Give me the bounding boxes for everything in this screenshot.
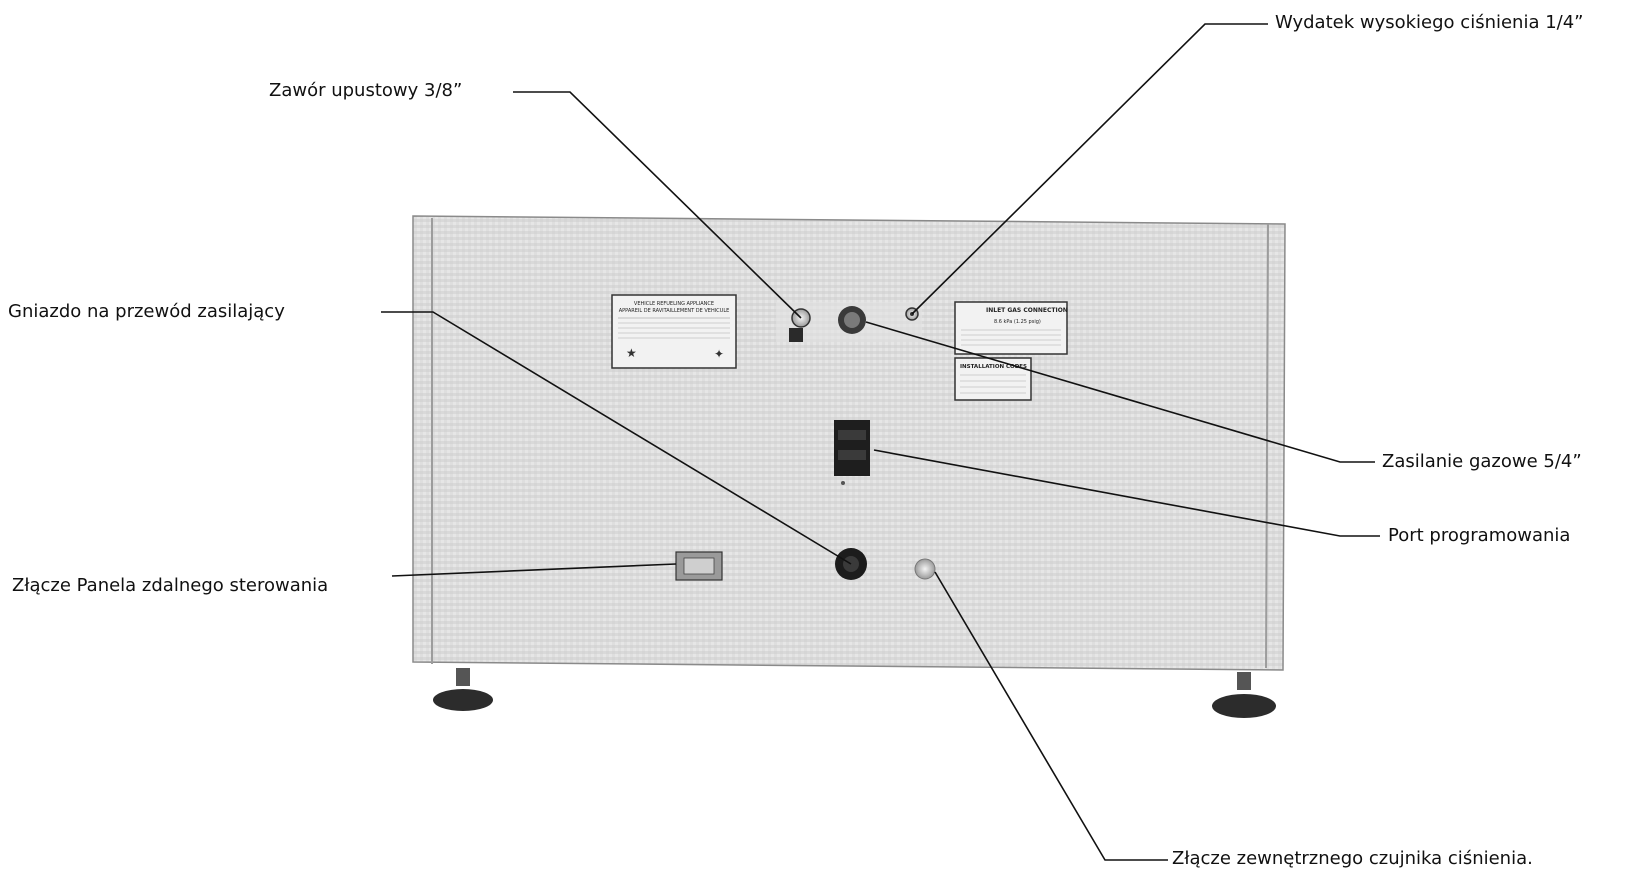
callout-remote-panel-connector: Złącze Panela zdalnego sterowania: [12, 575, 329, 596]
plate-title-1: VEHICLE REFUELING APPLIANCE: [634, 301, 714, 307]
certification-plate: VEHICLE REFUELING APPLIANCE APPAREIL DE …: [611, 294, 737, 369]
callout-programming-port: Port programowania: [1388, 525, 1571, 546]
leader-high-pressure-outlet: [911, 23, 1268, 315]
pressure-sensor-fitting: [914, 558, 936, 580]
gas-supply-inlet: [838, 306, 866, 334]
callout-relief-valve: Zawór upustowy 3/8”: [269, 80, 463, 101]
install-plate-title: INSTALLATION CODES: [960, 364, 1027, 370]
leader-programming-port: [873, 449, 1380, 537]
inlet-plate-pressure: 8.6 kPa (1.25 psig): [994, 319, 1041, 325]
leader-remote-panel: [391, 563, 677, 577]
inlet-gas-plate: INLET GAS CONNECTION 8.6 kPa (1.25 psig): [954, 301, 1068, 355]
callout-power-cord-socket: Gniazdo na przewód zasilający: [8, 301, 285, 322]
programming-port-block: [834, 420, 870, 485]
leader-pressure-sensor: [934, 571, 1168, 861]
cert-mark-icon: ✦: [714, 347, 724, 361]
leader-gas-supply: [865, 321, 1375, 463]
callout-pressure-sensor-connector: Złącze zewnętrznego czujnika ciśnienia.: [1172, 848, 1533, 869]
leader-power-cord-socket: [381, 311, 852, 565]
left-foot: [433, 668, 493, 711]
star-mark-icon: ★: [626, 346, 637, 360]
callout-gas-supply: Zasilanie gazowe 5/4”: [1382, 451, 1582, 472]
plate-title-2: APPAREIL DE RAVITAILLEMENT DE VEHICULE: [619, 308, 730, 314]
leader-relief-valve: [513, 91, 802, 319]
installation-codes-plate: INSTALLATION CODES: [954, 357, 1032, 401]
remote-panel-connector-block: [675, 551, 723, 581]
inlet-plate-title: INLET GAS CONNECTION: [986, 307, 1068, 314]
callout-high-pressure-outlet: Wydatek wysokiego ciśnienia 1/4”: [1275, 12, 1584, 33]
right-foot: [1212, 672, 1276, 718]
